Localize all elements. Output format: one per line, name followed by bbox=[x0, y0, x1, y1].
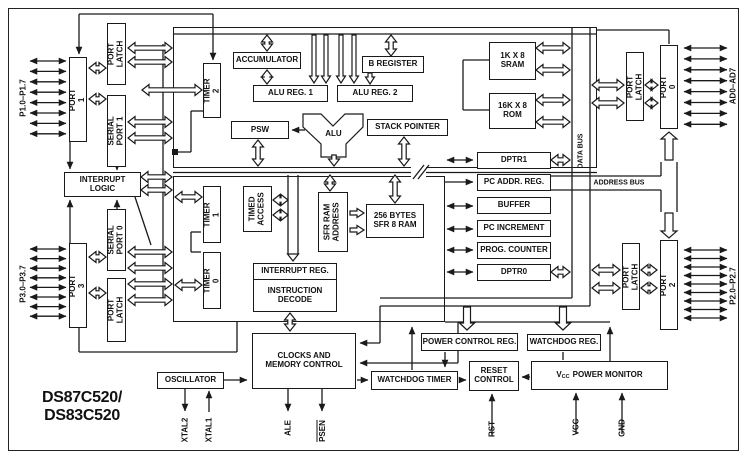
timer0-label: TIMER 0 bbox=[202, 268, 221, 293]
block-port-latch-tr: PORT LATCH bbox=[625, 52, 644, 121]
serial-port-1-label: SERIAL PORT 1 bbox=[106, 116, 125, 146]
address-bus-label: ADDRESS BUS bbox=[593, 179, 645, 187]
block-port-latch-bl: PORT LATCH bbox=[107, 278, 126, 342]
port-latch-br-label: PORT LATCH bbox=[621, 263, 640, 290]
block-alu-reg-1: ALU REG. 1 bbox=[253, 85, 328, 102]
block-rom: 16K X 8 ROM bbox=[489, 93, 536, 129]
port-latch-tl-label: PORT LATCH bbox=[106, 40, 125, 68]
block-reset-control: RESET CONTROL bbox=[469, 361, 519, 391]
pin-label-gnd: GND bbox=[617, 419, 627, 437]
block-watchdog-reg: WATCHDOG REG. bbox=[527, 334, 601, 351]
timer1-label: TIMER 1 bbox=[202, 202, 221, 227]
block-stack-pointer: STACK POINTER bbox=[367, 119, 448, 136]
wires bbox=[29, 13, 728, 436]
pin-label-ale: ALE bbox=[283, 420, 293, 436]
port-latch-tr-label: PORT LATCH bbox=[625, 73, 644, 100]
block-interrupt-instruction: INTERRUPT REG. INSTRUCTION DECODE bbox=[253, 263, 337, 312]
pin-label-p3: P3.0–P3.7 bbox=[18, 265, 28, 303]
cpu-core-container bbox=[173, 27, 597, 168]
block-clocks-memory-control: CLOCKS AND MEMORY CONTROL bbox=[252, 333, 356, 389]
block-dptr0: DPTR0 bbox=[477, 264, 551, 281]
block-timer2: TIMER 2 bbox=[202, 63, 221, 118]
control-container bbox=[173, 176, 445, 322]
block-accumulator: ACCUMULATOR bbox=[233, 52, 301, 69]
port-latch-bl-label: PORT LATCH bbox=[106, 296, 125, 324]
pin-label-p2: P2.0–P2.7 bbox=[728, 267, 738, 305]
block-psw: PSW bbox=[231, 121, 289, 139]
block-alu-label: ALU bbox=[325, 129, 342, 138]
pin-label-xtal2: XTAL2 bbox=[180, 417, 190, 443]
pin-label-vcc: VCC bbox=[571, 418, 581, 436]
block-b-register: B REGISTER bbox=[362, 56, 424, 73]
block-sfr-ram: 256 BYTES SFR 8 RAM bbox=[366, 204, 424, 238]
sfr-ram-address-label: SFR RAM ADDRESS bbox=[323, 202, 341, 242]
pin-label-xtal1: XTAL1 bbox=[204, 417, 214, 443]
block-timed-access: TIMED ACCESS bbox=[243, 186, 272, 232]
block-port3: PORT 3 bbox=[68, 243, 87, 328]
timer2-label: TIMER 2 bbox=[202, 78, 221, 103]
pin-label-ad: AD0–AD7 bbox=[728, 67, 738, 105]
block-sram: 1K X 8 SRAM bbox=[489, 42, 536, 80]
block-sfr-ram-address: SFR RAM ADDRESS bbox=[318, 192, 348, 252]
block-instruction-decode: INSTRUCTION DECODE bbox=[267, 285, 323, 304]
block-interrupt-logic: INTERRUPT LOGIC bbox=[64, 172, 141, 197]
block-serial-port-1: SERIAL PORT 1 bbox=[107, 95, 126, 167]
port1-label: PORT 1 bbox=[68, 88, 87, 111]
data-bus-label: DATA BUS bbox=[577, 133, 585, 169]
port0-label: PORT 0 bbox=[659, 75, 678, 99]
diagram-border bbox=[8, 8, 739, 451]
block-port-latch-tl: PORT LATCH bbox=[107, 23, 126, 85]
block-prog-counter: PROG. COUNTER bbox=[477, 242, 551, 259]
block-watchdog-timer: WATCHDOG TIMER bbox=[371, 371, 458, 390]
block-port2: PORT 2 bbox=[659, 240, 678, 330]
block-port1: PORT 1 bbox=[68, 57, 87, 142]
block-pc-increment: PC INCREMENT bbox=[477, 220, 551, 237]
port2-label: PORT 2 bbox=[659, 273, 678, 297]
pin-label-rst: RST bbox=[487, 421, 497, 437]
block-buffer: BUFFER bbox=[477, 197, 551, 214]
port3-label: PORT 3 bbox=[68, 274, 87, 297]
pin-label-p1: P1.0–P1.7 bbox=[18, 79, 28, 117]
block-pc-addr-reg: PC ADDR. REG. bbox=[477, 174, 551, 191]
block-oscillator: OSCILLATOR bbox=[157, 372, 224, 389]
block-interrupt-reg: INTERRUPT REG. bbox=[254, 264, 336, 280]
block-port0: PORT 0 bbox=[659, 45, 678, 129]
block-alu-reg-2: ALU REG. 2 bbox=[337, 85, 413, 102]
pin-label-psen: PSEN bbox=[316, 420, 327, 442]
block-port-latch-br: PORT LATCH bbox=[621, 243, 640, 310]
block-serial-port-0: SERIAL PORT 0 bbox=[107, 209, 126, 271]
serial-port-0-label: SERIAL PORT 0 bbox=[106, 225, 125, 255]
block-timer0: TIMER 0 bbox=[202, 252, 221, 309]
part-number-title: DS87C520/ DS83C520 bbox=[41, 389, 123, 424]
block-dptr1: DPTR1 bbox=[477, 152, 551, 169]
block-power-control-reg: POWER CONTROL REG. bbox=[421, 333, 518, 351]
timed-access-label: TIMED ACCESS bbox=[247, 192, 266, 226]
block-timer1: TIMER 1 bbox=[202, 186, 221, 243]
